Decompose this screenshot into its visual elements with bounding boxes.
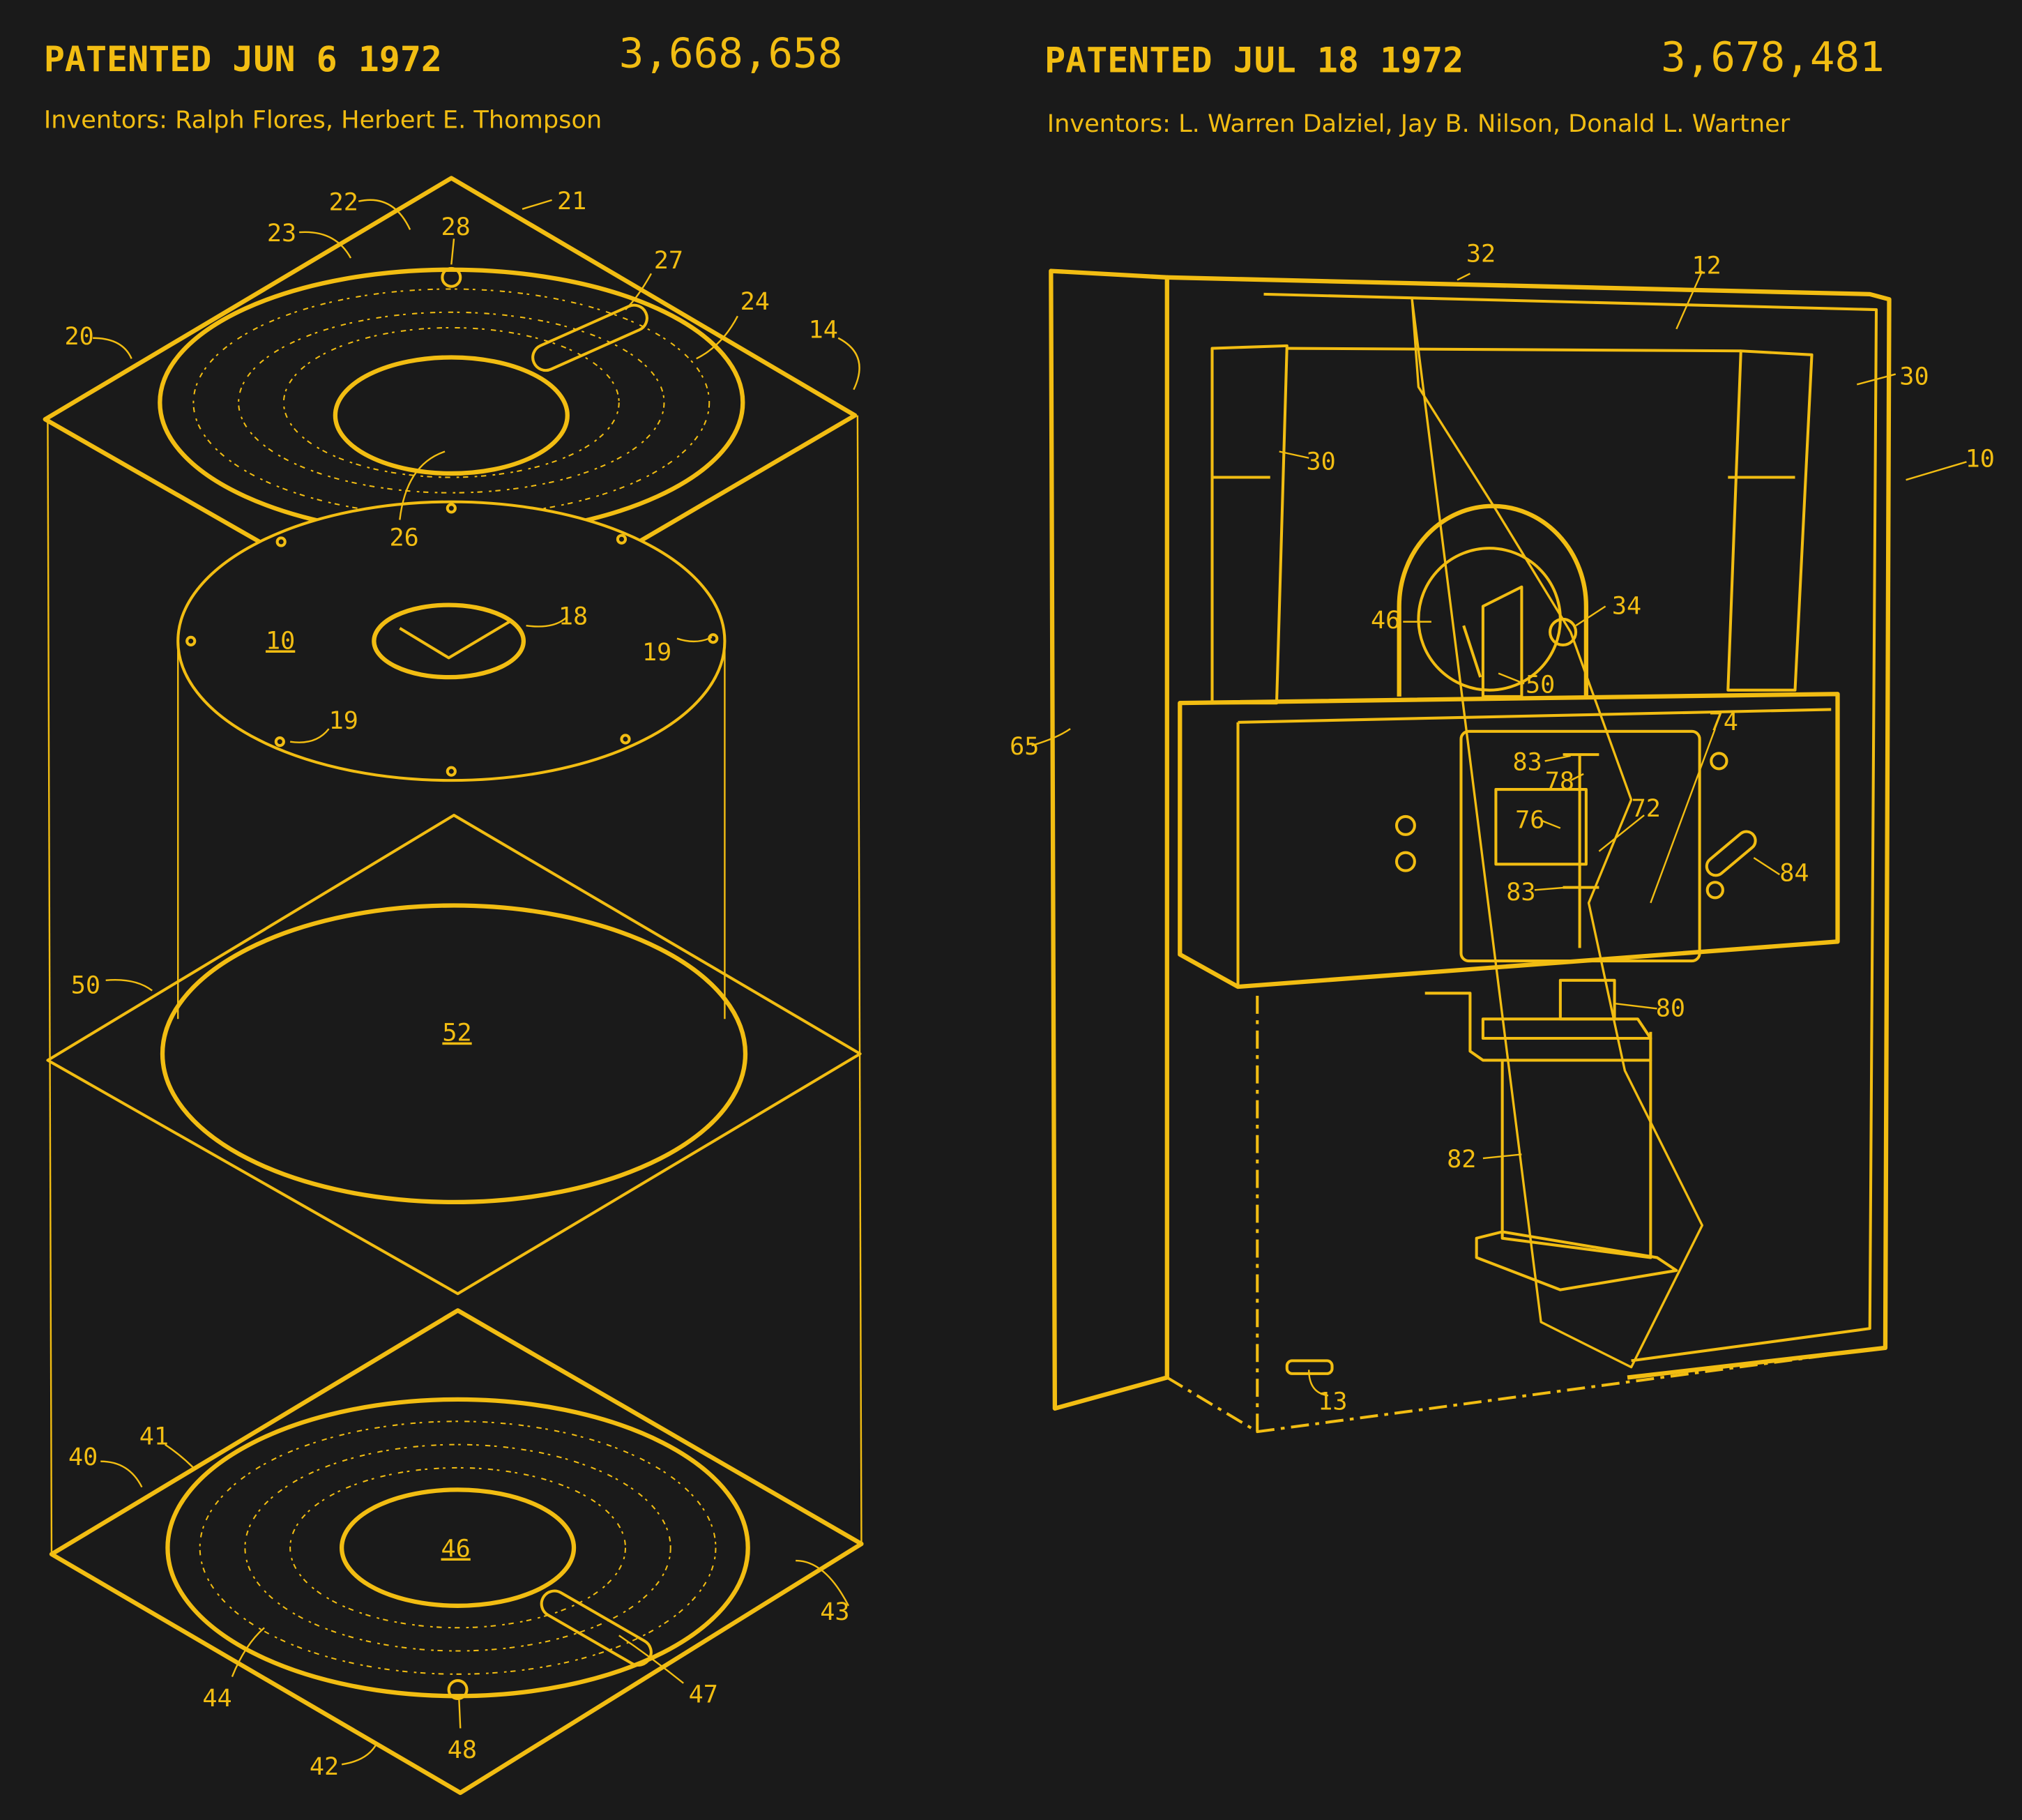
- lever-50: [1464, 587, 1521, 697]
- reference-numeral: 83: [1512, 748, 1542, 776]
- left-patent-number: 3,668,658: [619, 29, 843, 77]
- reference-numeral: 13: [1318, 1388, 1347, 1416]
- reference-numeral: 82: [1447, 1145, 1476, 1174]
- top-shelf: [1287, 349, 1741, 351]
- reference-numeral: 84: [1779, 858, 1809, 887]
- reference-numeral: 46: [441, 1535, 471, 1563]
- reference-numeral: 78: [1545, 767, 1574, 796]
- reference-numeral: 76: [1515, 806, 1544, 835]
- middle-plate-opening: [162, 906, 745, 1202]
- screw: [1708, 882, 1723, 897]
- bottom-slot: [537, 1586, 656, 1670]
- left-support-30: [1213, 346, 1287, 703]
- reference-numeral: 30: [1307, 447, 1336, 476]
- right-header: PATENTED JUL 18 1972 3,678,481 Inventors…: [1044, 33, 1885, 138]
- reference-numeral: 74: [1709, 708, 1738, 736]
- reference-numeral: 22: [329, 188, 358, 217]
- screw: [1397, 817, 1415, 835]
- reference-numeral: 48: [448, 1736, 477, 1764]
- reference-numeral: 41: [139, 1423, 169, 1451]
- motor-82: [1503, 1060, 1651, 1257]
- reference-numeral: 65: [1010, 732, 1039, 761]
- middle-plate: [47, 815, 860, 1294]
- motor-base: [1477, 1231, 1677, 1289]
- reference-numeral: 44: [202, 1684, 231, 1713]
- wheel-46: [1418, 548, 1560, 690]
- cabinet-inner-frame: [1264, 294, 1877, 1361]
- left-inventors: Inventors: Ralph Flores, Herbert E. Thom…: [44, 105, 602, 134]
- reference-numeral: 24: [740, 287, 770, 316]
- guide-line-right: [858, 416, 862, 1544]
- reference-numeral: 28: [441, 213, 471, 241]
- reference-numeral: 40: [68, 1443, 98, 1471]
- reference-numeral: 10: [266, 626, 295, 655]
- right-support-30: [1728, 351, 1811, 690]
- cutaway-line: [1412, 299, 1702, 1367]
- top-slot: [529, 301, 651, 374]
- reference-numeral: 30: [1899, 362, 1929, 390]
- left-reference-numerals: 22 21 23 28 27 24 20 14 26 10 18 19 19 5…: [64, 187, 849, 1781]
- reference-numeral: 19: [329, 706, 358, 735]
- reference-numeral: 34: [1612, 592, 1641, 621]
- reference-numeral: 32: [1466, 240, 1496, 268]
- screw: [1397, 853, 1415, 871]
- reference-numeral: 43: [820, 1598, 849, 1626]
- reference-numeral: 21: [557, 187, 586, 215]
- right-inventors: Inventors: L. Warren Dalziel, Jay B. Nil…: [1047, 109, 1791, 138]
- mounting-panel: [1051, 271, 1166, 1409]
- reference-numeral: 46: [1371, 606, 1400, 635]
- reference-numeral: 12: [1692, 251, 1721, 280]
- reference-numeral: 23: [267, 219, 296, 248]
- screw: [1711, 753, 1726, 768]
- reference-numeral: 50: [71, 971, 100, 999]
- right-patented-stamp: PATENTED JUL 18 1972: [1044, 40, 1464, 81]
- reference-numeral: 18: [558, 602, 588, 630]
- reference-numeral: 83: [1506, 878, 1535, 907]
- reference-numeral: 42: [310, 1752, 339, 1781]
- guide-line-left: [47, 419, 52, 1554]
- reference-numeral: 47: [689, 1681, 718, 1709]
- right-patent-number: 3,678,481: [1661, 33, 1885, 81]
- left-patented-stamp: PATENTED JUN 6 1972: [44, 39, 442, 79]
- reference-numeral: 72: [1632, 794, 1661, 823]
- top-annular-pad: [160, 270, 743, 536]
- reference-numeral: 50: [1526, 670, 1555, 699]
- pin-84: [1703, 828, 1759, 879]
- right-cabinet-view: 32 12 30 30 10 46 34 50 65 83 78 74 76 7…: [1010, 240, 1995, 1432]
- pulley-34: [1550, 619, 1576, 645]
- reference-numeral: 20: [64, 322, 93, 351]
- reference-numeral: 26: [390, 524, 419, 552]
- reference-numeral: 14: [809, 316, 838, 344]
- reference-numeral: 10: [1966, 445, 1995, 473]
- mechanism-housing: [1180, 694, 1837, 987]
- top-center-hole: [335, 357, 568, 473]
- reference-numeral: 80: [1656, 994, 1685, 1023]
- reference-numeral: 27: [654, 246, 683, 275]
- left-exploded-view: 22 21 23 28 27 24 20 14 26 10 18 19 19 5…: [45, 178, 862, 1793]
- left-header: PATENTED JUN 6 1972 3,668,658 Inventors:…: [44, 29, 842, 134]
- reference-numeral: 52: [442, 1019, 471, 1047]
- reference-numeral: 19: [642, 638, 671, 667]
